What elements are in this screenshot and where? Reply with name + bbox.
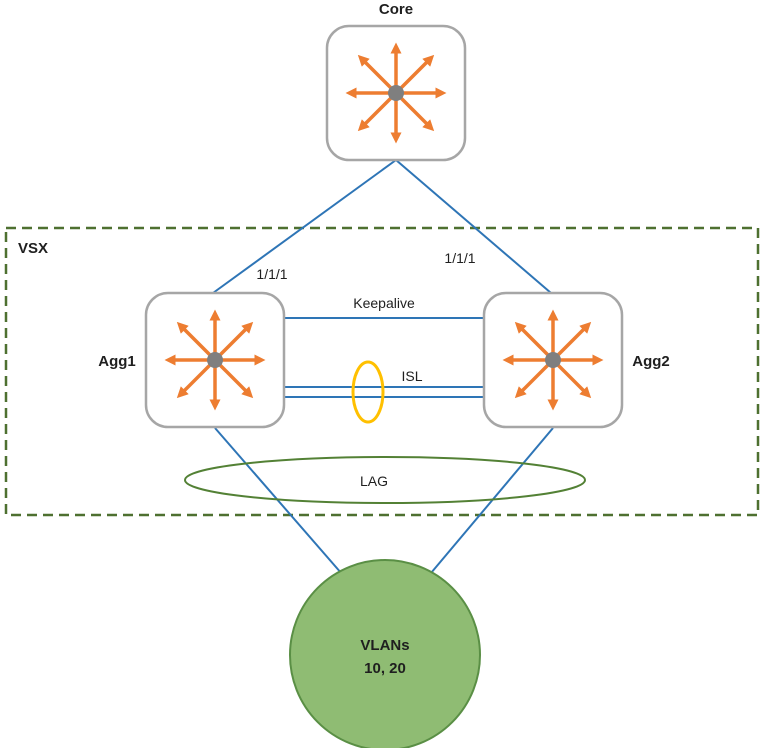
link-core-agg1 bbox=[212, 159, 397, 294]
link-agg1-vlans bbox=[214, 427, 343, 575]
lag-label: LAG bbox=[360, 473, 388, 489]
isl-label: ISL bbox=[401, 368, 422, 384]
vsx-zone-label: VSX bbox=[18, 240, 48, 257]
agg1-label: Agg1 bbox=[98, 353, 136, 370]
agg2-switch-icon bbox=[484, 293, 622, 427]
link-core-agg1-port-label: 1/1/1 bbox=[256, 266, 287, 282]
core-label: Core bbox=[379, 1, 413, 18]
agg2-label: Agg2 bbox=[632, 353, 670, 370]
link-core-agg2-port-label: 1/1/1 bbox=[444, 250, 475, 266]
vlans-node bbox=[289, 559, 481, 748]
keepalive-label: Keepalive bbox=[353, 295, 415, 311]
core-switch-icon bbox=[327, 26, 465, 160]
agg1-switch-icon bbox=[146, 293, 284, 427]
vlans-label-line1: VLANs bbox=[360, 637, 409, 654]
lag-ellipse bbox=[184, 456, 586, 504]
isl-bundle-ellipse bbox=[351, 360, 385, 424]
vsx-zone-boundary bbox=[4, 226, 760, 517]
vlans-label-line2: 10, 20 bbox=[364, 660, 406, 677]
link-core-agg2 bbox=[395, 159, 552, 294]
link-agg2-vlans bbox=[430, 427, 554, 574]
